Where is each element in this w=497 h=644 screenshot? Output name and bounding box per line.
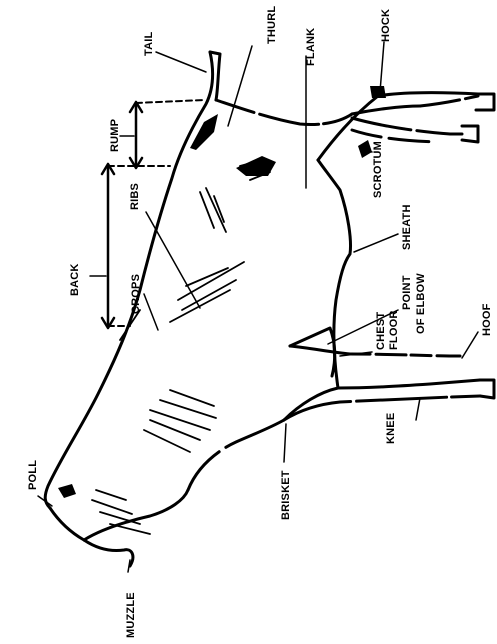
part-labels: TAIL THURL FLANK HOCK RUMP RIBS SCROTUM … (27, 6, 493, 638)
label-point-line1: POINT (401, 275, 413, 310)
label-flank: FLANK (305, 28, 317, 66)
label-tail: TAIL (143, 31, 155, 56)
sheath-leader (354, 234, 398, 252)
label-scrotum: SCROTUM (372, 141, 384, 198)
tail-leader (156, 52, 206, 72)
knee-leader (416, 398, 420, 420)
label-back: BACK (69, 263, 81, 296)
label-hoof: HOOF (481, 303, 493, 336)
label-knee: KNEE (385, 413, 397, 444)
label-thurl: THURL (266, 6, 278, 44)
label-chest-line1: CHEST (375, 312, 387, 350)
label-hock: HOCK (380, 9, 392, 42)
muzzle-leader (128, 560, 130, 572)
label-muzzle: MUZZLE (125, 592, 137, 638)
hock-leader (380, 42, 384, 92)
label-poll: POLL (27, 460, 39, 490)
hoof-leader (462, 332, 478, 358)
label-crops: CROPS (130, 274, 142, 314)
label-sheath: SHEATH (401, 204, 413, 250)
ribs-leader (146, 212, 200, 308)
label-of-elbow-line2: OF ELBOW (415, 273, 427, 334)
brisket-leader (284, 424, 286, 462)
label-rump: RUMP (109, 119, 121, 152)
rump-dimension-arrow (120, 100, 204, 168)
label-ribs: RIBS (129, 183, 141, 210)
thurl-leader (228, 46, 252, 126)
label-floor-line2: FLOOR (388, 311, 400, 351)
label-brisket: BRISKET (280, 470, 292, 520)
crops-leader (144, 294, 158, 330)
